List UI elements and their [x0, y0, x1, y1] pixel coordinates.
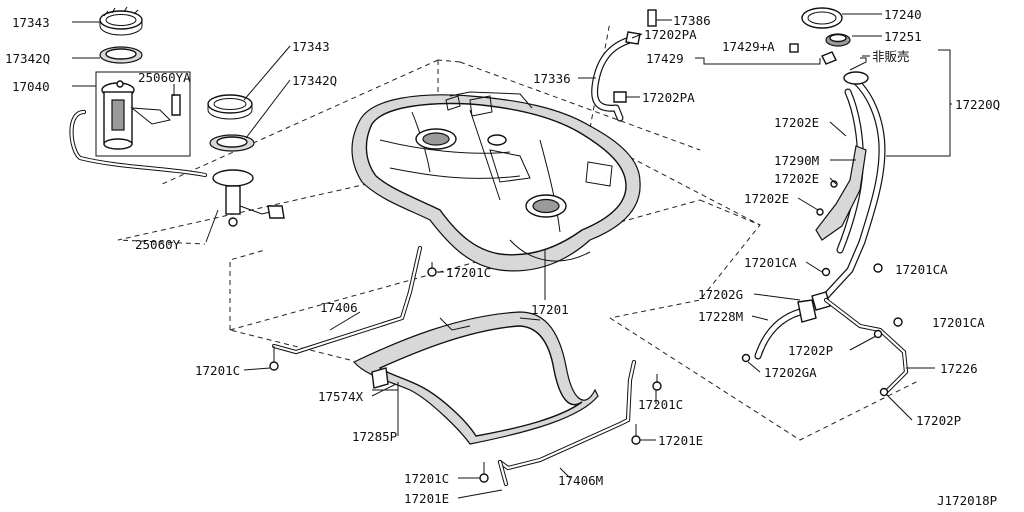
label-17202pa-top: 17202PA [644, 27, 697, 42]
filler-cap-17240 [801, 7, 843, 29]
label-17406: 17406 [320, 300, 358, 315]
lock-ring-17343-right [207, 94, 253, 120]
label-17201ca-2: 17201CA [895, 262, 948, 277]
label-17386: 17386 [673, 13, 711, 28]
vent-hose-17336 [591, 9, 657, 122]
label-17220q: 17220Q [955, 97, 1000, 112]
label-17343-left: 17343 [12, 15, 50, 30]
label-17336: 17336 [533, 71, 571, 86]
label-17342q-right: 17342Q [292, 73, 337, 88]
seal-ring-17342q-left [99, 46, 143, 64]
label-17226: 17226 [940, 361, 978, 376]
label-17429: 17429 [646, 51, 684, 66]
label-17202e-1: 17202E [774, 115, 819, 130]
label-17202g: 17202G [698, 287, 743, 302]
seal-ring-17342q-right [209, 134, 255, 152]
label-17201c-3: 17201C [638, 397, 683, 412]
filler-cap-17251 [789, 33, 851, 65]
label-17201e-1: 17201E [658, 433, 703, 448]
label-17201ca-1: 17201CA [744, 255, 797, 270]
label-17201: 17201 [531, 302, 569, 317]
callout-labels: 17343 17342Q 17040 25060YA 17343 17342Q … [5, 7, 1000, 508]
tank-band-17406m [497, 359, 637, 487]
diagram-code: J172018P [937, 493, 997, 508]
heat-insulator-17574x [353, 311, 599, 445]
label-17202e-3: 17202E [744, 191, 789, 206]
label-17228m: 17228M [698, 309, 743, 324]
label-17201c-1: 17201C [446, 265, 491, 280]
leader-lines [72, 13, 952, 499]
fuel-tank-17201 [351, 91, 641, 272]
label-17201c-2: 17201C [195, 363, 240, 378]
label-17290m: 17290M [774, 153, 819, 168]
label-17574x: 17574X [318, 389, 364, 404]
label-17343-right: 17343 [292, 39, 330, 54]
breather-tube-17226 [823, 297, 909, 397]
label-17240: 17240 [884, 7, 922, 22]
tank-band-17406 [271, 245, 423, 355]
label-17429-a: 17429+A [722, 39, 775, 54]
label-25060y: 25060Y [135, 237, 181, 252]
label-17202e-2: 17202E [774, 171, 819, 186]
label-17202p-1: 17202P [788, 343, 833, 358]
fuel-gauge-unit-25060y [212, 169, 285, 227]
label-17285p: 17285P [352, 429, 397, 444]
label-17201ca-3: 17201CA [932, 315, 985, 330]
fuel-level-sensor-wire [69, 109, 208, 178]
fuel-pump-module-17040 [95, 71, 191, 157]
label-25060ya: 25060YA [138, 70, 191, 85]
filler-bracket-17290m [815, 145, 867, 241]
label-17406m: 17406M [558, 473, 603, 488]
label-17342q-left: 17342Q [5, 51, 50, 66]
label-17202pa-mid: 17202PA [642, 90, 695, 105]
label-17202p-2: 17202P [916, 413, 961, 428]
bolts [269, 180, 903, 483]
filler-hose-17228m [754, 291, 831, 360]
label-not-for-sale: 非販売 [872, 49, 910, 64]
label-17202ga: 17202GA [764, 365, 817, 380]
label-17040: 17040 [12, 79, 50, 94]
lock-ring-17343-left [99, 6, 143, 36]
label-17201c-4: 17201C [404, 471, 449, 486]
label-17201e-2: 17201E [404, 491, 449, 506]
label-17251: 17251 [884, 29, 922, 44]
